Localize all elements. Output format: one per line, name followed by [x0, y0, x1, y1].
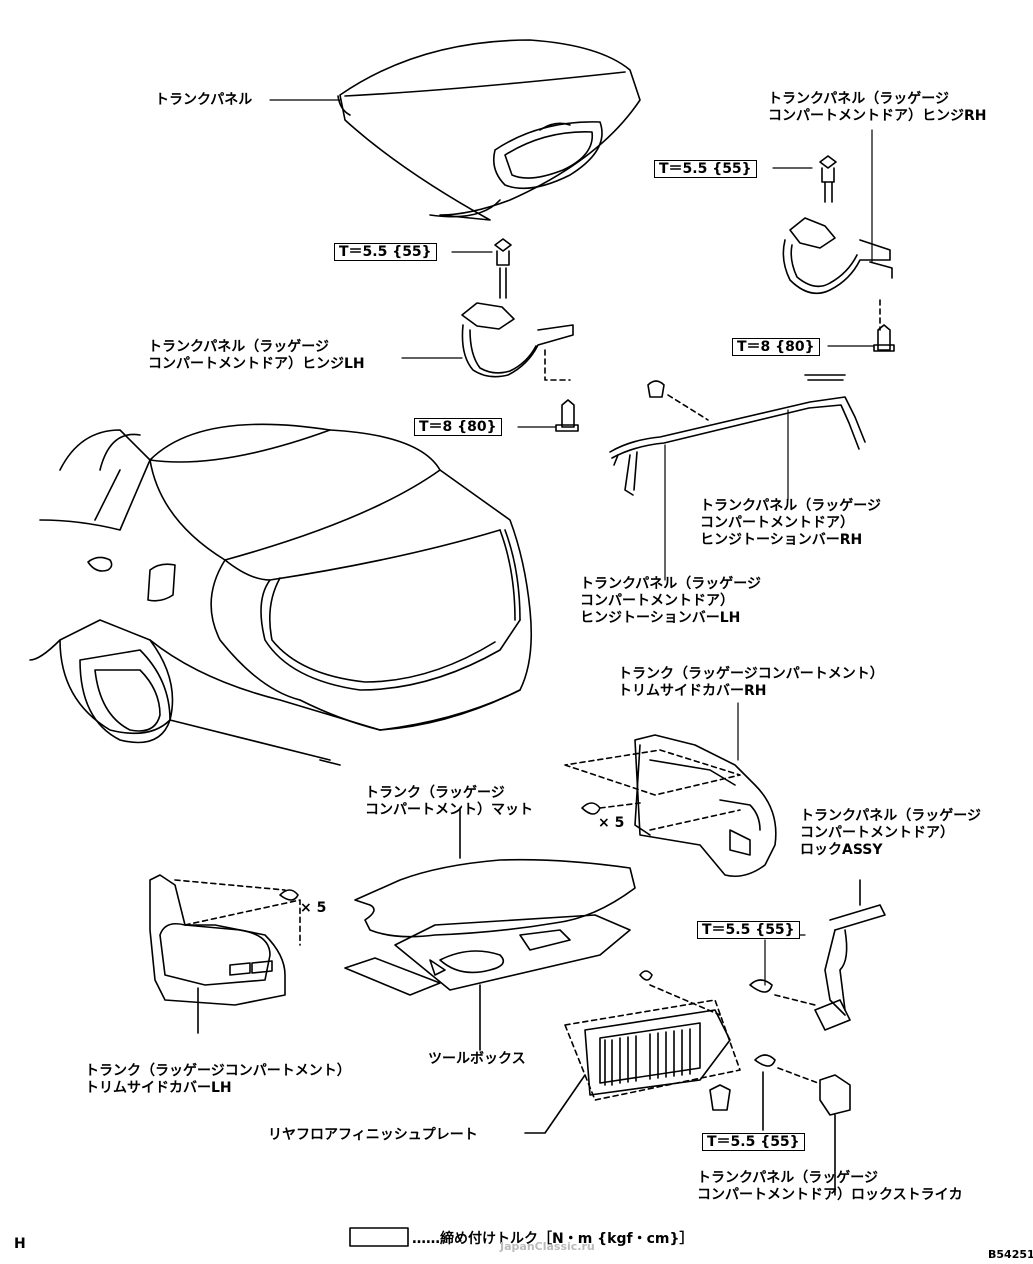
torque-hinge-lh-top: T＝5.5 {55}: [334, 243, 437, 261]
car-rear-body: [29, 423, 533, 766]
torque-hinge-rh-bottom: T＝8 {80}: [732, 338, 820, 356]
torsion-bars: [609, 374, 866, 496]
tool-box: [344, 914, 631, 1051]
trunk-mat: [354, 807, 636, 938]
trunk-panel: [337, 39, 641, 221]
torque-lock-assy: T＝5.5 {55}: [697, 921, 800, 939]
hinge-lh: [461, 238, 579, 432]
hinge-rh: [782, 155, 895, 352]
count-x5-rh: × 5: [598, 815, 625, 831]
label-torsion-bar-lh: トランクパネル（ラッゲージ コンパートメントドア） ヒンジトーションバーLH: [580, 576, 762, 626]
label-hinge-rh: トランクパネル（ラッゲージ コンパートメントドア）ヒンジRH: [768, 91, 987, 124]
label-finish-plate: リヤフロアフィニッシュプレート: [268, 1127, 478, 1143]
watermark: JapanClassic.ru: [500, 1240, 595, 1253]
label-trim-cover-rh: トランク（ラッゲージコンパートメント） トリムサイドカバーRH: [618, 666, 884, 699]
label-lock-assy: トランクパネル（ラッゲージ コンパートメントドア） ロックASSY: [800, 808, 982, 858]
legend-swatch: [349, 1227, 409, 1247]
rear-floor-finish-plate: [524, 970, 741, 1134]
label-trim-cover-lh: トランク（ラッゲージコンパートメント） トリムサイドカバーLH: [85, 1063, 351, 1096]
label-hinge-lh: トランクパネル（ラッゲージ コンパートメントドア）ヒンジLH: [148, 339, 365, 372]
corner-code-right: B54251: [988, 1248, 1033, 1261]
trim-side-cover-lh: [149, 874, 301, 1034]
count-x5-lh: × 5: [300, 900, 327, 916]
lock-striker: [754, 1054, 851, 1196]
lock-assy: [749, 879, 886, 1031]
torque-hinge-rh-top: T＝5.5 {55}: [654, 160, 757, 178]
torque-hinge-lh-bottom: T＝8 {80}: [414, 418, 502, 436]
label-torsion-bar-rh: トランクパネル（ラッゲージ コンパートメントドア） ヒンジトーションバーRH: [700, 498, 882, 548]
corner-code-left: H: [14, 1236, 26, 1252]
label-striker: トランクパネル（ラッゲージ コンパートメントドア）ロックストライカ: [697, 1170, 963, 1203]
label-tool-box: ツールボックス: [428, 1051, 526, 1067]
legend-text: ……締め付けトルク［N・m {kgf・cm}］: [412, 1231, 694, 1247]
label-mat: トランク（ラッゲージ コンパートメント）マット: [365, 785, 533, 818]
label-trunk-panel: トランクパネル: [155, 92, 253, 108]
trim-side-cover-rh: [564, 734, 777, 878]
torque-lock-striker: T＝5.5 {55}: [702, 1133, 805, 1151]
